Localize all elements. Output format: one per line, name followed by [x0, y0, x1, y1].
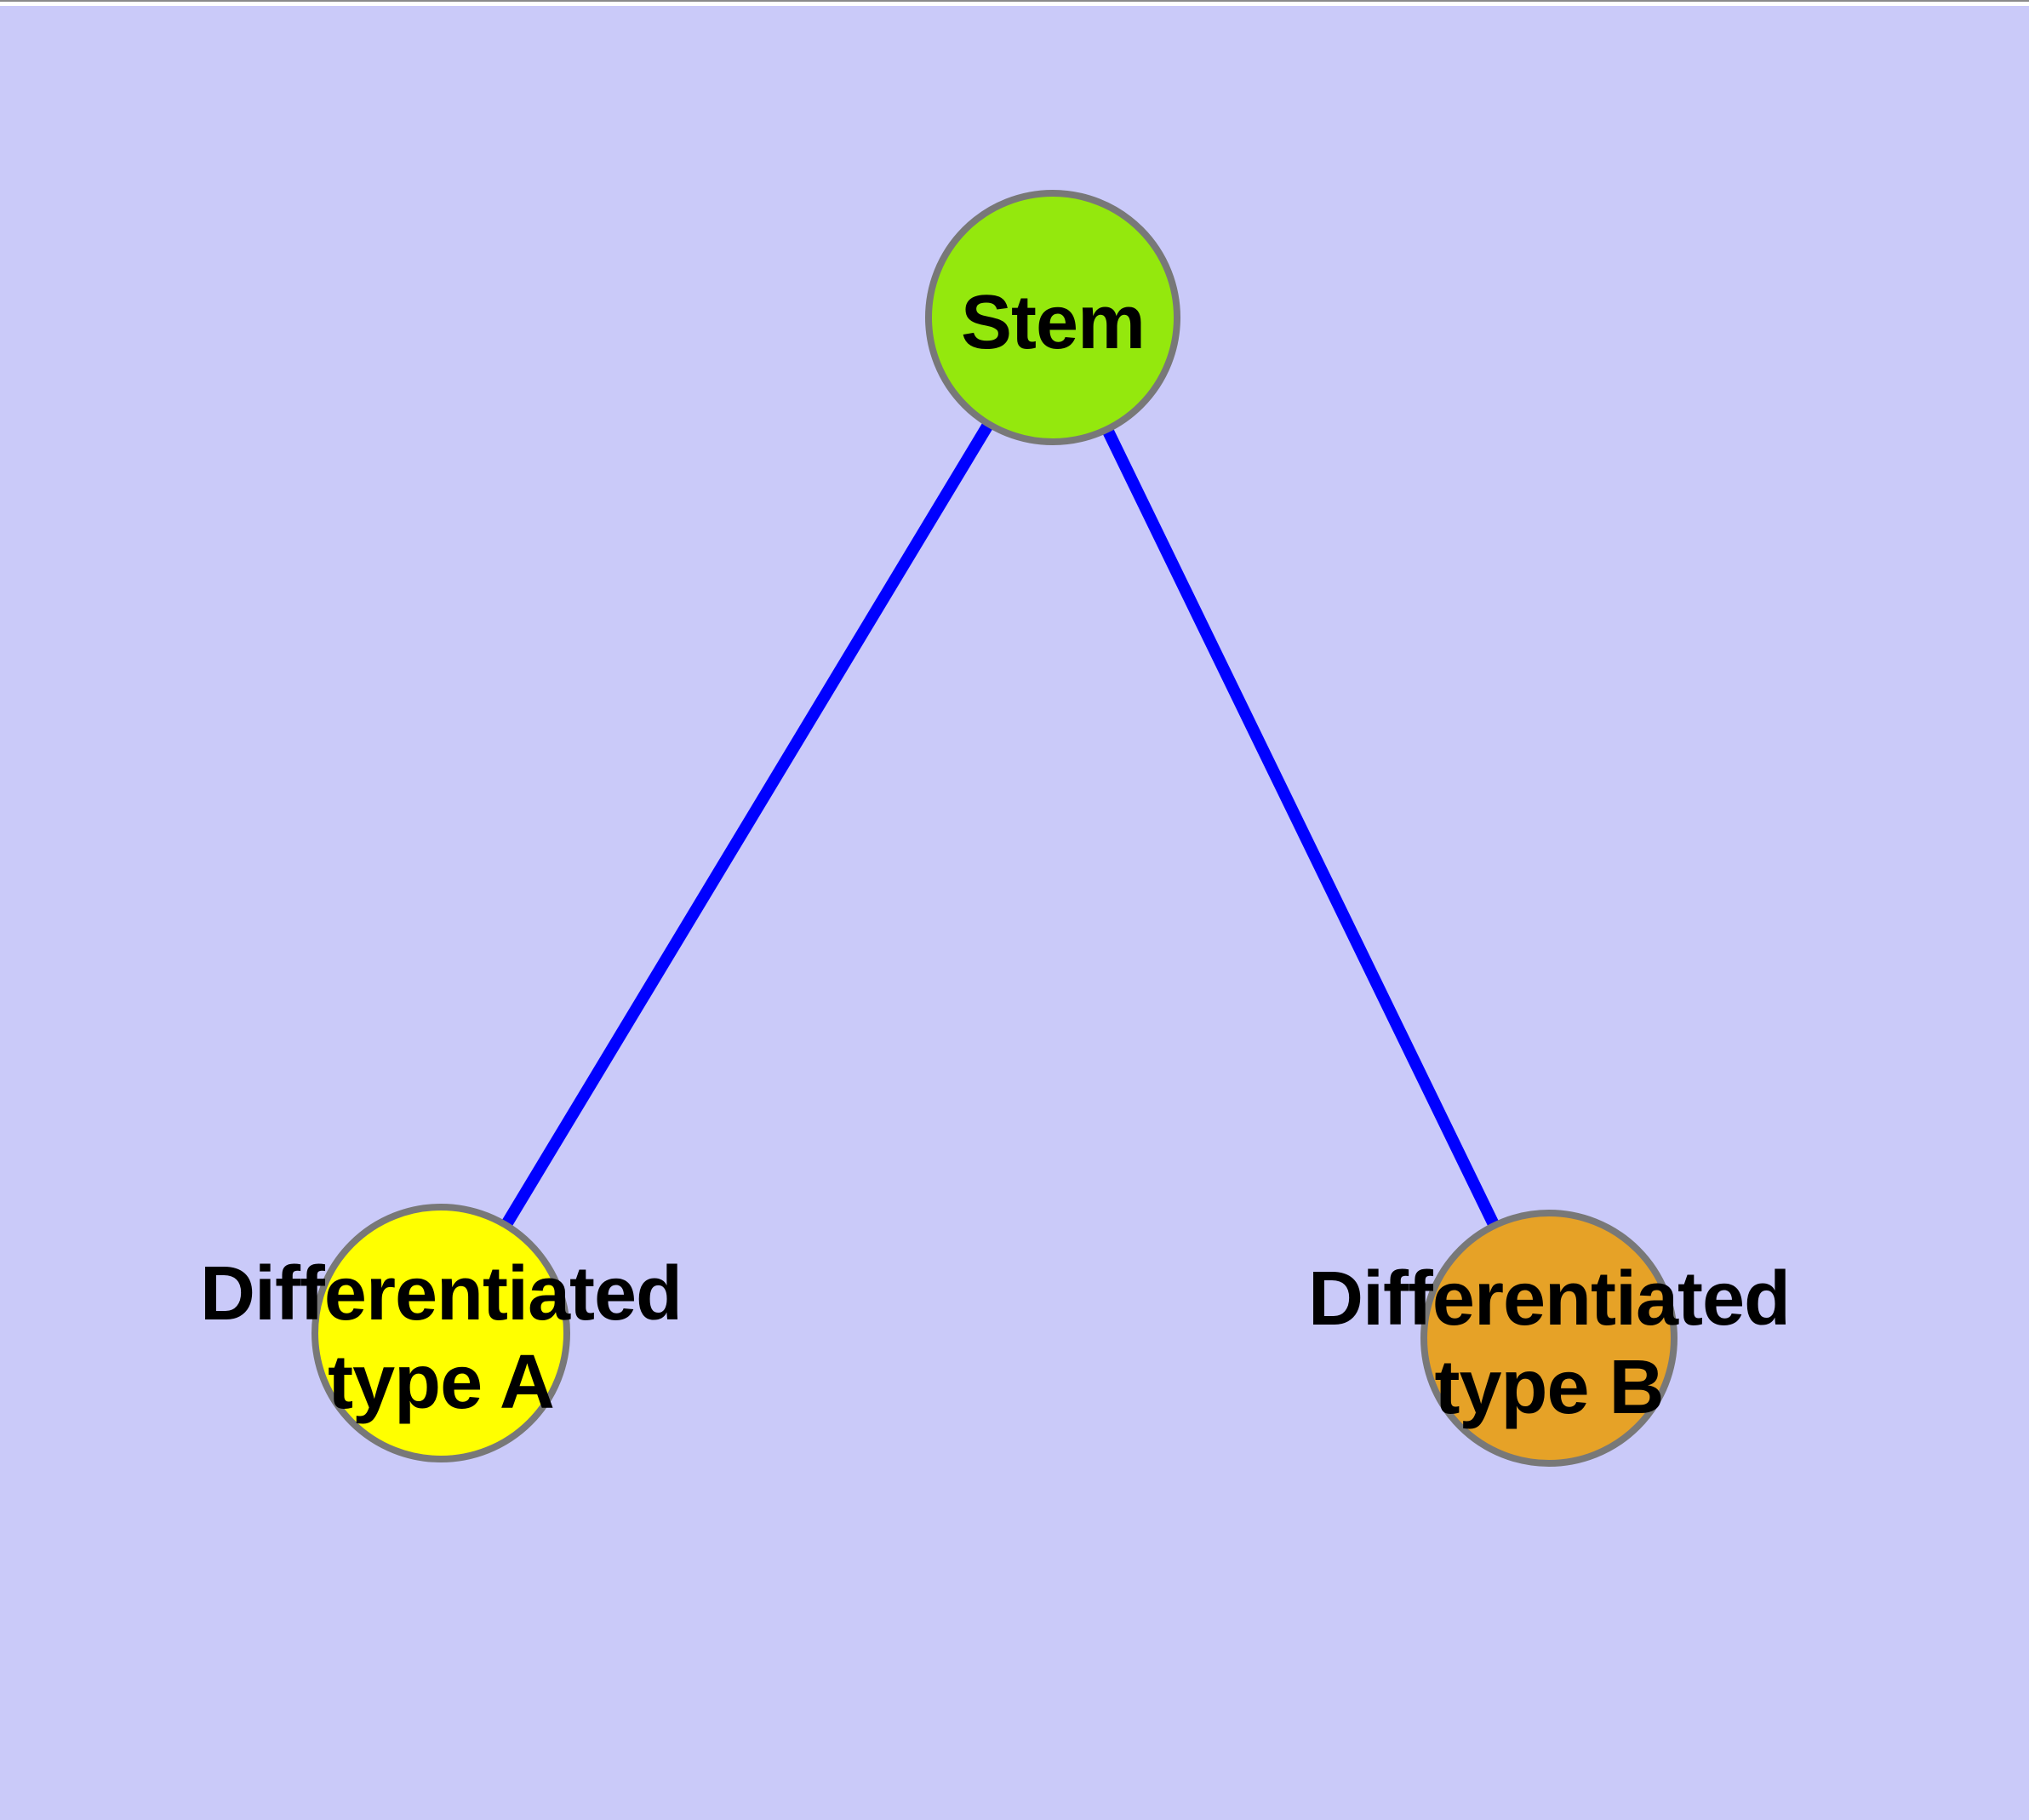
- node-differentiated-type-b: [1420, 1210, 1677, 1467]
- edge-stem-to-differentiated-type-a: [436, 314, 1058, 1336]
- window-top-line: [0, 0, 2029, 2]
- node-label-line: Differentiated: [200, 1251, 682, 1336]
- node-stem: [925, 190, 1180, 445]
- node-label-line: Differentiated: [1308, 1256, 1790, 1342]
- node-label-line: type A: [328, 1340, 554, 1425]
- node-differentiated-type-a: [311, 1204, 570, 1462]
- node-label-line: Stem: [961, 280, 1145, 365]
- edge-stem-to-differentiated-type-b: [1047, 314, 1555, 1342]
- node-stem-label: Stem: [961, 280, 1145, 365]
- node-label-line: type B: [1434, 1345, 1663, 1430]
